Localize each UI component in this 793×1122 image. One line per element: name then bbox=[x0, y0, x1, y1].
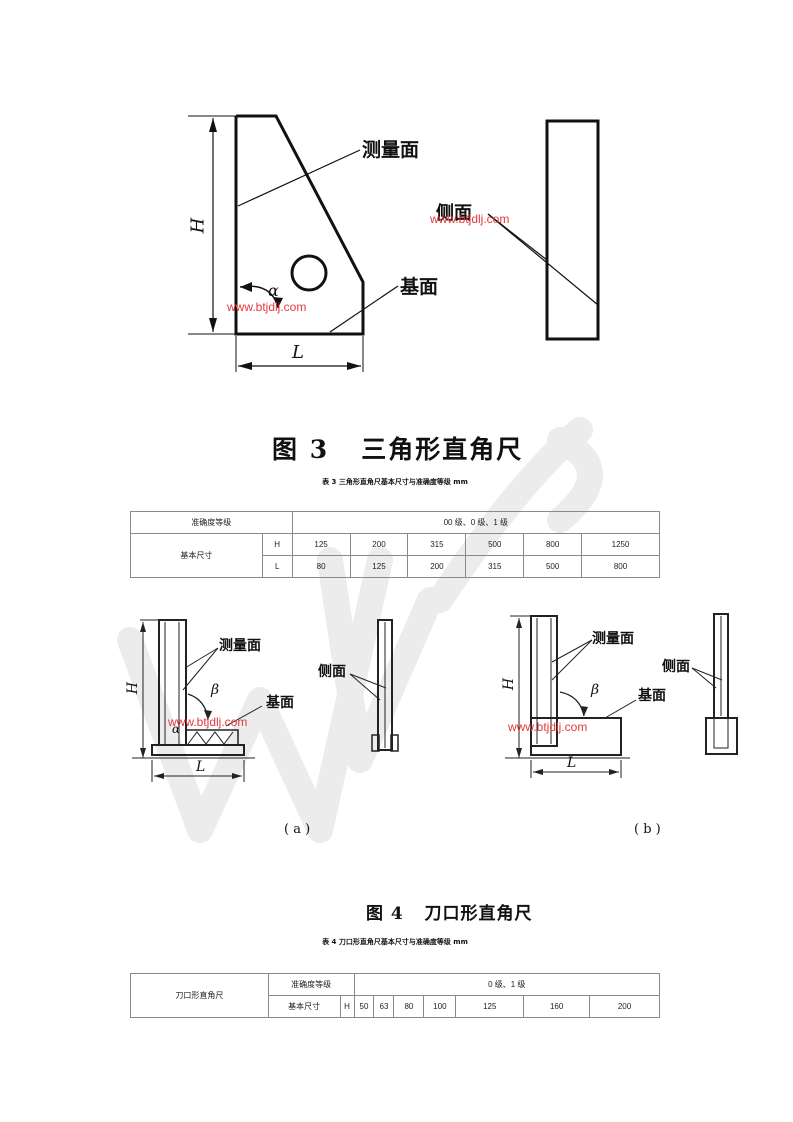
table4-basic-size-label: 基本尺寸 bbox=[267, 995, 341, 1018]
fig4a-height-label: H bbox=[125, 681, 142, 695]
fig4-subfigure-a-label: ( a ) bbox=[284, 822, 311, 837]
fig4-subfigure-b-label: ( b ) bbox=[634, 822, 661, 837]
figure4-knife-edge-square-drawing bbox=[132, 613, 738, 782]
fig3-measuring-face-label: 测量面 bbox=[362, 139, 420, 161]
fig4a-watermark-url: www.btjdlj.com bbox=[168, 715, 248, 729]
fig4b-base-face-label: 基面 bbox=[638, 688, 666, 704]
fig3-angle-label: α bbox=[268, 281, 279, 300]
figure4-caption: 图 4 刀口形直角尺 bbox=[366, 904, 533, 924]
fig4b-height-label: H bbox=[501, 677, 518, 691]
fig4a-side-face-label: 侧面 bbox=[318, 664, 346, 680]
table3-cell: 200 bbox=[407, 555, 467, 578]
fig3-length-label: L bbox=[292, 342, 304, 363]
table4-cell: 63 bbox=[373, 995, 395, 1018]
table4-accuracy-label: 准确度等级 bbox=[267, 973, 355, 996]
fig4b-beta-label: β bbox=[591, 682, 600, 698]
table4: 刀口形直角尺 准确度等级 0 级、1 级 基本尺寸 H 50 63 80 100… bbox=[130, 973, 660, 1018]
fig4b-side-face-label: 侧面 bbox=[662, 659, 690, 675]
table4-caption: 表 4 刀口形直角尺基本尺寸与准确度等级 mm bbox=[322, 938, 468, 946]
fig4a-alpha-label: α bbox=[172, 722, 181, 736]
fig4b-measuring-face-label: 测量面 bbox=[592, 631, 634, 647]
table3-cell: 80 bbox=[291, 555, 351, 578]
figure3-triangle-square-drawing bbox=[188, 114, 600, 372]
fig3-watermark-url-2: www.btjdlj.com bbox=[227, 300, 307, 314]
table4-cell: 80 bbox=[393, 995, 425, 1018]
table4-cell: 125 bbox=[455, 995, 525, 1018]
table3-caption: 表 3 三角形直角尺基本尺寸与准确度等级 mm bbox=[322, 478, 468, 486]
table4-accuracy-value: 0 级、1 级 bbox=[353, 973, 660, 996]
table4-row-key-h: H bbox=[339, 995, 355, 1018]
table4-cell: 160 bbox=[523, 995, 591, 1018]
table4-cell: 200 bbox=[589, 995, 660, 1018]
table3-cell: 315 bbox=[465, 555, 525, 578]
table3-basic-size-label: 基本尺寸 bbox=[130, 533, 263, 578]
fig4b-length-label: L bbox=[567, 755, 577, 771]
fig4a-base-face-label: 基面 bbox=[266, 695, 294, 711]
fig4a-measuring-face-label: 测量面 bbox=[219, 638, 261, 654]
fig4b-watermark-url: www.btjdlj.com bbox=[508, 720, 588, 734]
table4-cell: 50 bbox=[353, 995, 375, 1018]
table3: 准确度等级 00 级、0 级、1 级 基本尺寸 H 125 200 315 50… bbox=[130, 511, 661, 578]
figure3-caption: 图 3 三角形直角尺 bbox=[272, 435, 524, 464]
table4-name: 刀口形直角尺 bbox=[130, 973, 269, 1018]
fig3-base-face-label: 基面 bbox=[400, 276, 439, 298]
fig3-watermark-url-1: www.btjdlj.com bbox=[430, 212, 510, 226]
table3-cell: 800 bbox=[581, 555, 660, 578]
fig4a-beta-label: β bbox=[211, 682, 220, 698]
fig4a-length-label: L bbox=[196, 759, 206, 775]
table4-cell: 100 bbox=[423, 995, 457, 1018]
fig3-side-face-label: 侧面 bbox=[436, 203, 472, 224]
